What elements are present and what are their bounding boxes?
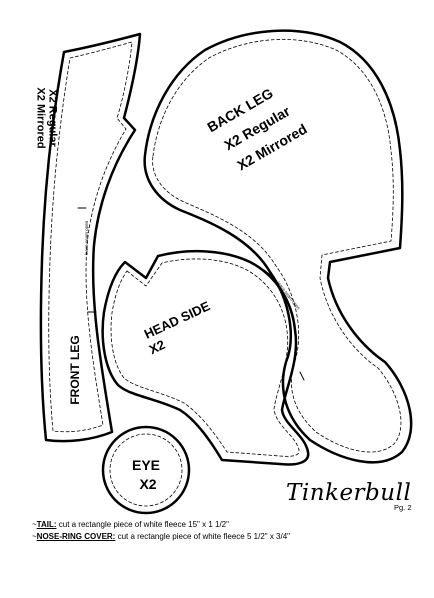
note-prefix: ~ [32, 532, 37, 541]
back-leg-seam-marker-top [263, 269, 273, 277]
front-leg-count-regular: X2 Regular [46, 89, 59, 147]
back-leg-seam-line [152, 38, 402, 453]
note-label: NOSE-RING COVER: [36, 532, 116, 541]
back-leg-seam-marker-bottom [299, 371, 305, 381]
front-leg-seam-note: leave seam open [83, 220, 89, 256]
front-leg-title: FRONT LEG [68, 335, 82, 405]
front-leg-seam-line [48, 41, 133, 433]
front-leg-outline [39, 32, 142, 443]
front-leg-count-mirrored: X2 Mirrored [34, 87, 47, 149]
brand-signature: Tinkerbull [286, 480, 412, 506]
note-prefix: ~ [32, 520, 37, 529]
note-text: cut a rectangle piece of white fleece 5 … [115, 532, 291, 541]
note-label: TAIL: [36, 520, 57, 529]
note-text: cut a rectangle piece of white fleece 15… [56, 520, 229, 529]
head-side-seam-line [110, 258, 300, 457]
eye-seam-line [109, 433, 183, 507]
note-nose-ring-cover: ~NOSE-RING COVER: cut a rectangle piece … [32, 532, 290, 541]
eye-title: EYE [131, 457, 161, 473]
head-side-outline [101, 249, 310, 466]
note-tail: ~TAIL: cut a rectangle piece of white fl… [32, 520, 229, 529]
eye-count: X2 [139, 476, 157, 492]
page-number: Pg. 2 [394, 503, 412, 512]
back-leg-outline [143, 29, 413, 464]
eye-outline [101, 425, 191, 515]
